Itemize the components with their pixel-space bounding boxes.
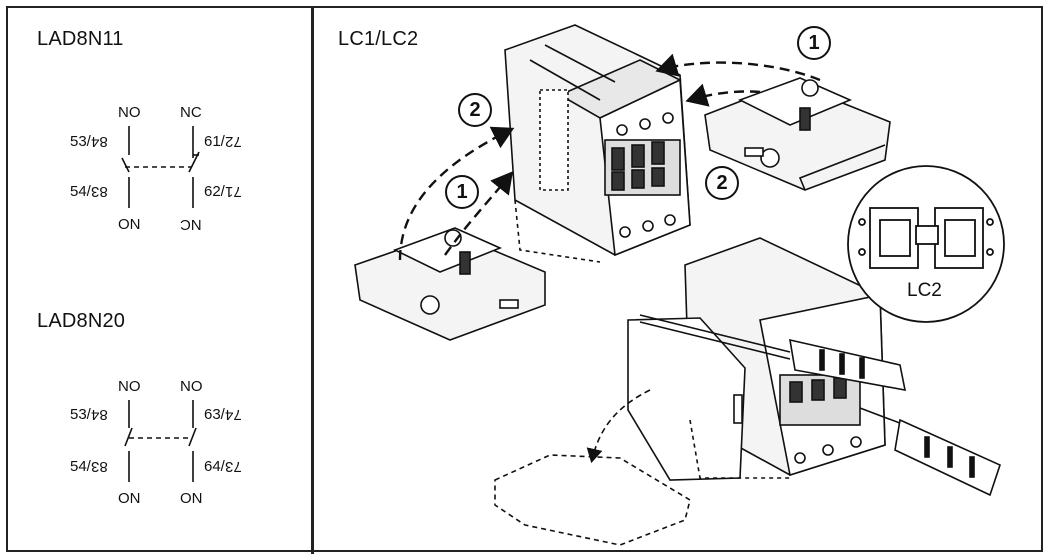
terminal-label-64: 64/73 xyxy=(204,458,242,475)
terminal-label-63: 63/74 xyxy=(204,406,242,423)
callout-step-2: 2 xyxy=(705,166,739,200)
contact-foot-on-2: ON xyxy=(180,490,203,507)
callout-step-1: 1 xyxy=(797,26,831,60)
contact-foot-on: ON xyxy=(118,216,141,233)
terminal-label-54: 54/83 xyxy=(70,183,108,200)
callout-step-2: 2 xyxy=(458,93,492,127)
callout-step-1: 1 xyxy=(445,175,479,209)
terminal-label-53: 53/84 xyxy=(70,133,108,150)
terminal-label-61: 61/72 xyxy=(204,133,242,150)
inset-caption-lc2: LC2 xyxy=(907,280,942,301)
contact-schematics xyxy=(121,126,200,482)
contact-head-nc: NC xyxy=(180,104,202,121)
panel-title-lc1-lc2: LC1/LC2 xyxy=(338,28,419,50)
panel-divider xyxy=(311,6,314,554)
terminal-label-53: 53/84 xyxy=(70,406,108,423)
contact-head-no-2: NO xyxy=(180,378,203,395)
terminal-label-54: 54/83 xyxy=(70,458,108,475)
contact-foot-on: ON xyxy=(118,490,141,507)
figure-frame xyxy=(6,6,1043,552)
block-title-lad8n11: LAD8N11 xyxy=(37,28,124,50)
contact-head-no: NO xyxy=(118,378,141,395)
contact-head-no: NO xyxy=(118,104,141,121)
terminal-label-62: 62/71 xyxy=(204,183,242,200)
block-title-lad8n20: LAD8N20 xyxy=(37,310,126,332)
